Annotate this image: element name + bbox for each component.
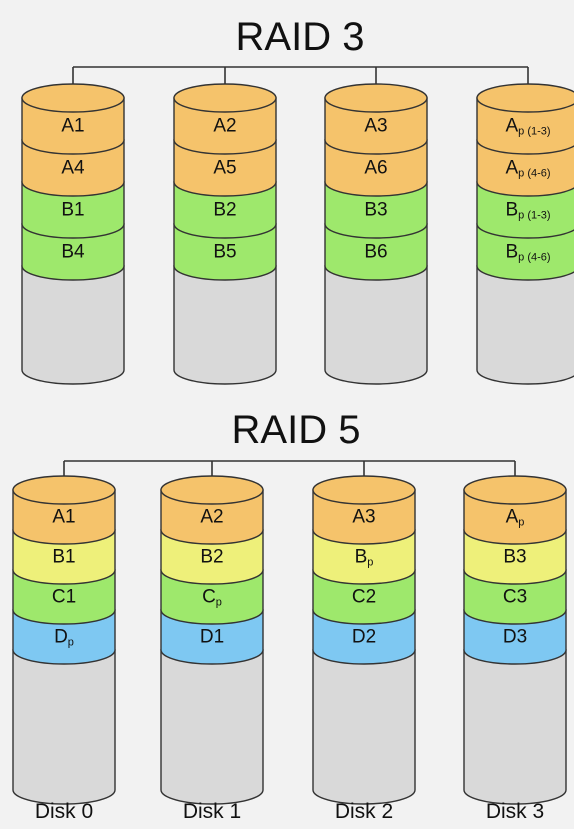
block-label: B1 [61, 200, 84, 221]
block-label: C3 [503, 587, 527, 608]
data-block [173, 97, 277, 155]
block-label: A6 [364, 158, 387, 179]
block-label: A2 [200, 507, 223, 528]
data-block [312, 609, 416, 665]
block-label: D2 [352, 627, 376, 648]
block-label: B6 [364, 242, 387, 263]
data-block [173, 139, 277, 197]
data-block [463, 569, 567, 625]
block-label: B1 [52, 547, 75, 568]
data-block [324, 139, 428, 197]
data-block [173, 223, 277, 281]
disk-top-cap [12, 475, 116, 505]
block-label: A5 [213, 158, 236, 179]
data-block [160, 529, 264, 585]
block-label: A1 [52, 507, 75, 528]
block-label: Cp [202, 587, 222, 609]
block-label: Ap [506, 507, 525, 529]
block-label: Bp (1-3) [505, 200, 550, 222]
block-label: A3 [364, 116, 387, 137]
disk-empty-space [312, 649, 416, 805]
data-block [463, 609, 567, 665]
disk-top-cap [476, 83, 574, 113]
data-block [324, 181, 428, 239]
disk-top-cap [324, 83, 428, 113]
data-block [312, 489, 416, 545]
block-label: A3 [352, 507, 375, 528]
block-label: B3 [364, 200, 387, 221]
disk-top-cap [21, 83, 125, 113]
block-label: B5 [213, 242, 236, 263]
block-label: Bp [355, 547, 374, 569]
block-label: B4 [61, 242, 85, 263]
data-block [12, 489, 116, 545]
block-label: C2 [352, 587, 376, 608]
data-block [21, 97, 125, 155]
disk-top-cap [463, 475, 567, 505]
data-block [173, 181, 277, 239]
data-block [12, 609, 116, 665]
block-label: B2 [213, 200, 236, 221]
raid3-title: RAID 3 [236, 15, 365, 59]
data-block [476, 181, 574, 239]
data-block [312, 569, 416, 625]
data-block [21, 223, 125, 281]
data-block [324, 223, 428, 281]
block-label: C1 [52, 587, 76, 608]
data-block [324, 97, 428, 155]
data-block [312, 529, 416, 585]
block-label: A2 [213, 116, 236, 137]
disk-empty-space [173, 265, 277, 385]
block-label: B3 [503, 547, 526, 568]
disk-empty-space [21, 265, 125, 385]
disk-top-cap [173, 83, 277, 113]
disk-label-3: Disk 3 [486, 800, 544, 823]
data-block [463, 529, 567, 585]
block-label: A4 [61, 158, 85, 179]
text-layer: RAID 3 RAID 5 Disk 0 Disk 1 Disk 2 Disk … [35, 15, 544, 823]
data-block [160, 569, 264, 625]
data-block [476, 223, 574, 281]
disk-empty-space [463, 649, 567, 805]
disk-label-0: Disk 0 [35, 800, 93, 823]
data-block [476, 139, 574, 197]
data-block [160, 609, 264, 665]
data-block [476, 97, 574, 155]
disk-label-1: Disk 1 [183, 800, 241, 823]
data-block [12, 529, 116, 585]
block-label: B2 [200, 547, 223, 568]
block-label: A1 [61, 116, 84, 137]
data-block [21, 181, 125, 239]
disk-label-2: Disk 2 [335, 800, 393, 823]
block-label: Bp (4-6) [505, 242, 550, 264]
data-block [463, 489, 567, 545]
disk-empty-space [476, 265, 574, 385]
block-label: Dp [54, 627, 74, 649]
disk-empty-space [160, 649, 264, 805]
disk-top-cap [160, 475, 264, 505]
data-block [12, 569, 116, 625]
data-block [21, 139, 125, 197]
data-block [160, 489, 264, 545]
disk-empty-space [12, 649, 116, 805]
block-label: D3 [503, 627, 527, 648]
block-label: Ap (4-6) [505, 158, 550, 180]
disk-empty-space [324, 265, 428, 385]
block-label: Ap (1-3) [505, 116, 550, 138]
raid3-disk-3: Ap (1-3) Ap (4-6) Bp (1-3) Bp (4-6) [476, 83, 574, 385]
raid5-title: RAID 5 [232, 408, 361, 452]
disk-top-cap [312, 475, 416, 505]
block-label: D1 [200, 627, 224, 648]
